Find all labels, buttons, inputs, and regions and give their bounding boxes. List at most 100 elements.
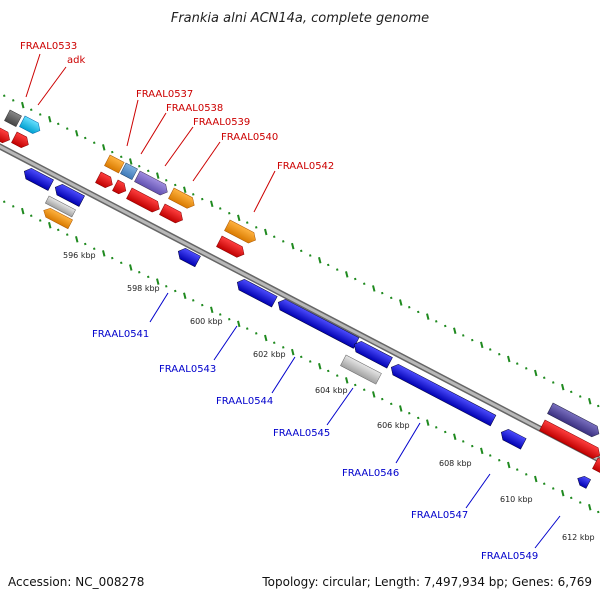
- tick-mark: [273, 341, 276, 344]
- tick-mark: [174, 183, 177, 187]
- gene-arrow[interactable]: [95, 171, 115, 190]
- kbp-label: 604 kbp: [315, 386, 348, 395]
- gene-arrow[interactable]: [44, 195, 76, 218]
- tick-mark: [39, 219, 42, 222]
- gene-label[interactable]: FRAAL0541: [92, 329, 149, 340]
- tick-mark: [192, 193, 195, 196]
- tick-mark: [21, 207, 25, 215]
- tick-mark: [246, 327, 249, 330]
- tick-mark: [471, 338, 474, 342]
- tick-mark: [543, 376, 546, 379]
- tick-mark: [138, 270, 141, 274]
- gene-arrow[interactable]: [351, 339, 393, 369]
- gene-label[interactable]: FRAAL0542: [277, 161, 334, 172]
- gene-arrow[interactable]: [547, 402, 600, 439]
- gene-label[interactable]: FRAAL0533: [20, 41, 77, 52]
- tick-mark: [471, 444, 474, 448]
- gene-arrow[interactable]: [168, 187, 197, 211]
- accession-text: Accession: NC_008278: [8, 575, 144, 589]
- gene-arrow[interactable]: [224, 219, 258, 245]
- gene-label[interactable]: FRAAL0539: [193, 117, 250, 128]
- tick-mark: [417, 310, 420, 314]
- gene-arrow[interactable]: [498, 427, 527, 450]
- tick-mark: [516, 468, 519, 471]
- gene-label[interactable]: FRAAL0537: [136, 89, 193, 100]
- tick-mark: [453, 433, 457, 440]
- tick-mark: [372, 391, 376, 398]
- tick-mark: [30, 108, 33, 112]
- tick-mark: [129, 158, 133, 165]
- tick-mark: [525, 367, 528, 370]
- tick-mark: [147, 169, 150, 173]
- gene-label[interactable]: FRAAL0547: [411, 510, 468, 521]
- tick-mark: [381, 291, 384, 295]
- tick-mark: [84, 242, 87, 246]
- gene-label[interactable]: FRAAL0549: [481, 551, 538, 562]
- gene-arrow[interactable]: [234, 277, 278, 308]
- gene-label[interactable]: adk: [67, 55, 85, 66]
- gene-arrow[interactable]: [19, 115, 42, 136]
- tick-mark: [255, 332, 258, 335]
- gene-arrow[interactable]: [575, 474, 591, 489]
- tick-mark: [309, 360, 312, 363]
- gene-arrow[interactable]: [134, 170, 170, 197]
- tick-mark: [219, 207, 222, 210]
- gene-arrow[interactable]: [4, 109, 22, 127]
- gene-arrow[interactable]: [126, 187, 162, 214]
- gene-label[interactable]: FRAAL0540: [221, 132, 278, 143]
- gene-arrow[interactable]: [112, 179, 128, 196]
- reverse-gene-labels: FRAAL0541 FRAAL0543 FRAAL0544 FRAAL0545 …: [92, 292, 561, 562]
- tick-mark: [561, 489, 565, 497]
- tick-mark: [21, 101, 25, 109]
- tick-mark: [588, 398, 592, 405]
- tick-mark: [489, 348, 492, 351]
- tick-mark: [399, 405, 403, 412]
- tick-mark: [408, 305, 411, 309]
- gene-arrow[interactable]: [120, 162, 138, 180]
- genome-backbone: [0, 143, 600, 463]
- forward-gene-labels: FRAAL0533 adk FRAAL0537 FRAAL0538 FRAAL0…: [20, 41, 334, 213]
- gene-label[interactable]: FRAAL0546: [342, 468, 399, 479]
- gene-label[interactable]: FRAAL0544: [216, 396, 273, 407]
- gene-arrow[interactable]: [216, 235, 246, 260]
- tick-mark: [174, 289, 177, 293]
- kbp-label: 612 kbp: [562, 533, 595, 542]
- gene-arrow[interactable]: [539, 419, 600, 461]
- gene-arrow[interactable]: [275, 297, 360, 349]
- tick-mark: [84, 136, 87, 140]
- tick-mark: [426, 419, 430, 426]
- tick-mark: [111, 150, 114, 154]
- tick-mark: [156, 172, 160, 179]
- gene-arrow[interactable]: [41, 206, 73, 230]
- gene-arrow[interactable]: [159, 203, 185, 225]
- gene-label[interactable]: FRAAL0543: [159, 364, 216, 375]
- tick-mark: [12, 99, 15, 102]
- tick-mark: [453, 327, 457, 334]
- gene-arrow[interactable]: [0, 127, 12, 145]
- tick-mark: [318, 362, 322, 370]
- tick-mark: [57, 228, 60, 232]
- gene-arrow[interactable]: [21, 166, 54, 191]
- tick-mark: [579, 395, 582, 398]
- tick-mark: [327, 263, 330, 267]
- tick-mark: [552, 381, 555, 384]
- gene-arrow[interactable]: [52, 182, 85, 207]
- tick-mark: [507, 355, 511, 363]
- gene-arrow[interactable]: [104, 154, 125, 174]
- gene-label[interactable]: FRAAL0538: [166, 103, 223, 114]
- tick-mark: [579, 501, 582, 504]
- tick-mark: [543, 482, 546, 485]
- tick-mark: [3, 94, 6, 97]
- tick-mark: [264, 228, 268, 236]
- tick-mark: [66, 233, 69, 236]
- tick-mark: [498, 353, 501, 356]
- tick-mark: [570, 390, 573, 394]
- tick-mark: [48, 221, 52, 229]
- gene-arrow[interactable]: [388, 362, 497, 427]
- gene-label[interactable]: FRAAL0545: [273, 428, 330, 439]
- gene-arrow[interactable]: [175, 246, 201, 268]
- tick-mark: [363, 282, 366, 285]
- gene-arrow[interactable]: [340, 354, 382, 385]
- tick-mark: [336, 374, 339, 377]
- gene-arrow[interactable]: [11, 131, 31, 150]
